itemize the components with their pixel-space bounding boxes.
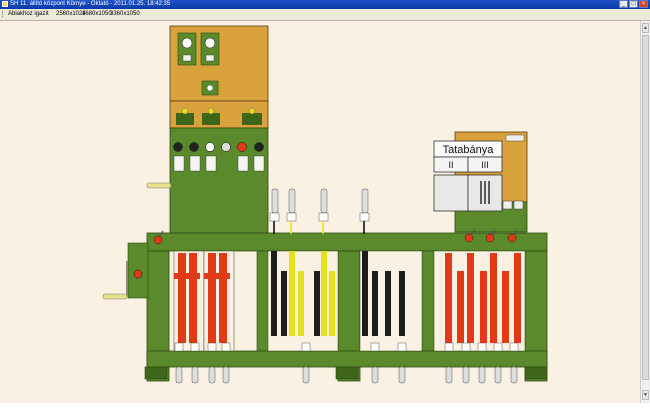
crank-handle-lower[interactable] (102, 293, 128, 300)
key-holder-1[interactable] (176, 113, 194, 125)
route-levers-black-yellow (267, 250, 339, 352)
route-levers-black (359, 250, 423, 352)
control-button-1[interactable] (173, 142, 183, 152)
block-window-right (204, 37, 216, 49)
point-levers-red-right (433, 250, 526, 352)
vertical-scrollbar[interactable]: ▲ ▼ (640, 21, 650, 403)
lever-pull-3[interactable] (208, 366, 216, 384)
lever-frame-bottom-beam (146, 350, 548, 368)
scroll-up-arrow-icon[interactable]: ▲ (642, 23, 649, 33)
track-label-iii: III (481, 160, 489, 170)
lever-knob-right-2[interactable] (485, 233, 495, 243)
indicator-panels (173, 155, 265, 172)
frame-foot-middle (335, 366, 359, 380)
key-holder-2[interactable] (202, 113, 220, 125)
lever-pull-12[interactable] (510, 366, 518, 384)
lever-pull-5[interactable] (302, 366, 310, 384)
minimize-button[interactable]: _ (619, 0, 628, 8)
frame-left-leg (146, 250, 170, 382)
crank-handle-upper[interactable] (146, 182, 172, 189)
control-button-6[interactable] (254, 142, 264, 152)
lever-pull-2[interactable] (191, 366, 199, 384)
lever-pull-10[interactable] (478, 366, 486, 384)
maximize-button[interactable]: □ (629, 0, 638, 8)
lever-pull-11[interactable] (494, 366, 502, 384)
menu-item-2560x1024[interactable]: 2560x1024 (56, 11, 86, 17)
small-levers-right (464, 228, 518, 243)
block-panel-left (433, 174, 469, 212)
app-icon (2, 1, 8, 7)
interlocking-machine: Tatabánya II III (102, 25, 548, 384)
lever-pull-8[interactable] (445, 366, 453, 384)
block-window-left (181, 37, 193, 49)
window-controls: _ □ × (619, 0, 648, 9)
window-title: SH 11. állító központ Környe - Oktató - … (10, 1, 171, 7)
lever-pull-9[interactable] (462, 366, 470, 384)
lever-pull-1[interactable] (175, 366, 183, 384)
lever-knob-right-3[interactable] (507, 233, 517, 243)
control-button-3[interactable] (205, 142, 215, 152)
menu-item-fit-window[interactable]: Ablakhoz igazít (8, 11, 49, 17)
lever-pull-7[interactable] (398, 366, 406, 384)
close-button[interactable]: × (639, 0, 648, 8)
left-cabinet-body (169, 127, 269, 234)
route-lever-handle-4[interactable] (361, 188, 369, 214)
route-levers-upper (269, 188, 370, 234)
menu-item-3360x1050[interactable]: 3360x1050 (110, 11, 140, 17)
control-button-4[interactable] (221, 142, 231, 152)
lever-knob-right-1[interactable] (464, 233, 474, 243)
frame-foot-left (144, 366, 168, 380)
small-levers-left (153, 230, 164, 245)
title-bar: SH 11. állító központ Környe - Oktató - … (0, 0, 650, 9)
lever-pull-4[interactable] (222, 366, 230, 384)
interlocking-frame-canvas: Tatabánya II III (0, 21, 640, 403)
scroll-down-arrow-icon[interactable]: ▼ (642, 390, 649, 400)
station-name: Tatabánya (443, 144, 495, 156)
route-lever-handle-1[interactable] (271, 188, 279, 214)
key-holder-3[interactable] (242, 113, 262, 125)
track-label-ii: II (448, 160, 453, 170)
menu-bar: Ablakhoz igazít 2560x1024 1680x1050 3360… (0, 9, 650, 21)
route-lever-handle-3[interactable] (320, 188, 328, 214)
scroll-thumb[interactable] (642, 35, 649, 380)
crank-lock-indicator[interactable] (133, 269, 143, 279)
route-lever-handle-2[interactable] (288, 188, 296, 214)
frame-foot-right (524, 366, 548, 380)
point-levers-red-left (173, 250, 235, 352)
button-row (173, 142, 264, 152)
lever-pull-6[interactable] (371, 366, 379, 384)
menu-item-1680x1050[interactable]: 1680x1050 (82, 11, 112, 17)
lever-handles-bottom (174, 342, 519, 384)
control-button-5[interactable] (237, 142, 247, 152)
track-indicator-iii (467, 156, 503, 173)
control-button-2[interactable] (189, 142, 199, 152)
lever-knob-left[interactable] (153, 235, 163, 245)
menu-grip-icon (2, 11, 7, 17)
